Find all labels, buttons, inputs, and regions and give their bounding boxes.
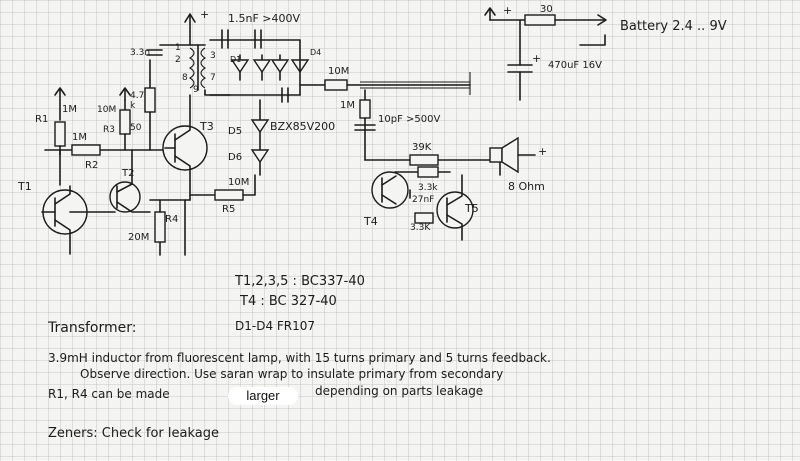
note-transistors: T1,2,3,5 : BC337-40	[234, 274, 365, 289]
label-d6: D6	[228, 152, 242, 163]
note-inductor: 3.9mH inductor from fluorescent lamp, wi…	[48, 351, 551, 365]
label-r30: 30	[540, 4, 553, 15]
resistor-39k	[409, 154, 439, 166]
label-r3-val: 10M	[97, 105, 116, 115]
label-t1: T1	[17, 180, 32, 193]
label-tr-1: 1	[175, 43, 181, 53]
note-observe: Observe direction. Use saran wrap to ins…	[80, 367, 503, 381]
note-zeners: Zeners: Check for leakage	[48, 426, 219, 441]
label-c3n3: 3.3n	[130, 48, 150, 58]
plus-sign: +	[532, 52, 541, 65]
label-tr-9: 9	[193, 85, 199, 95]
label-tr-7: 7	[210, 73, 216, 83]
label-cap-470u: 470uF 16V	[548, 60, 602, 71]
label-d5: D5	[228, 126, 242, 137]
label-r1m-right: 1M	[340, 100, 355, 111]
audio-section	[354, 89, 536, 241]
label-r2-val: 1M	[72, 132, 87, 143]
label-zener: BZX85V200	[270, 120, 335, 133]
label-rk: k	[130, 101, 136, 111]
resistor-r2	[71, 144, 101, 156]
label-r3k3-a: 3.3k	[418, 183, 438, 193]
label-r5-name: R5	[222, 204, 235, 215]
plus-sign: +	[200, 8, 209, 21]
label-cap-27n: 27nF	[412, 195, 434, 205]
plus-sign: +	[538, 145, 547, 158]
label-tr-2: 2	[175, 55, 181, 65]
label-t3: T3	[199, 120, 214, 133]
label-r4k7: 4.7	[130, 91, 144, 101]
note-transformer-heading: Transformer:	[47, 320, 136, 336]
note-t4: T4 : BC 327-40	[239, 294, 337, 309]
diode-d1	[230, 59, 250, 74]
label-t2: T2	[121, 168, 134, 179]
battery-filter	[484, 7, 607, 101]
label-r20m: 20M	[128, 232, 149, 243]
label-r3k3-b: 3.3K	[410, 223, 431, 233]
label-battery: Battery 2.4 .. 9V	[620, 19, 727, 34]
label-cap-1n5: 1.5nF >400V	[228, 12, 301, 25]
note-diodes: D1-D4 FR107	[235, 319, 315, 333]
transformer-coil	[188, 47, 195, 89]
label-t4: T4	[363, 215, 378, 228]
note-r1r4-a: R1, R4 can be made	[48, 387, 170, 401]
resistor-3k3-a	[417, 166, 439, 178]
label-t5: T5	[464, 202, 479, 215]
label-r1-name: R1	[35, 114, 48, 125]
label-tr-8: 8	[182, 73, 188, 83]
transistor-t3	[162, 125, 208, 171]
label-r4-name: R4	[165, 214, 178, 225]
label-d1: D1	[230, 55, 241, 64]
transistor-t5	[436, 191, 474, 229]
transistor-t4	[371, 171, 409, 209]
label-speaker: 8 Ohm	[508, 180, 545, 193]
diode-d2	[252, 59, 272, 74]
multiplier-section	[209, 29, 471, 176]
note-r1r4-b: depending on parts leakage	[315, 384, 483, 398]
label-r3-name: R3	[103, 125, 115, 135]
label-r39k: 39K	[412, 142, 432, 153]
label-r50: 50	[130, 123, 142, 133]
zener-d6	[250, 149, 270, 164]
label-d4: D4	[310, 48, 321, 57]
diode-d3	[270, 59, 290, 74]
label-tr-3: 3	[210, 51, 216, 61]
label-r5-val: 10M	[228, 177, 249, 188]
oscillator-section	[41, 13, 256, 256]
label-r1-val: 1M	[62, 104, 77, 115]
label-r10m-top: 10M	[328, 66, 349, 77]
label-cap-10p: 10pF >500V	[378, 114, 440, 125]
plus-sign: +	[503, 4, 512, 17]
redaction-label: larger	[228, 387, 298, 405]
zener-d5	[250, 119, 270, 134]
resistor-3k3-b	[414, 212, 434, 224]
label-r2-name: R2	[85, 160, 98, 171]
